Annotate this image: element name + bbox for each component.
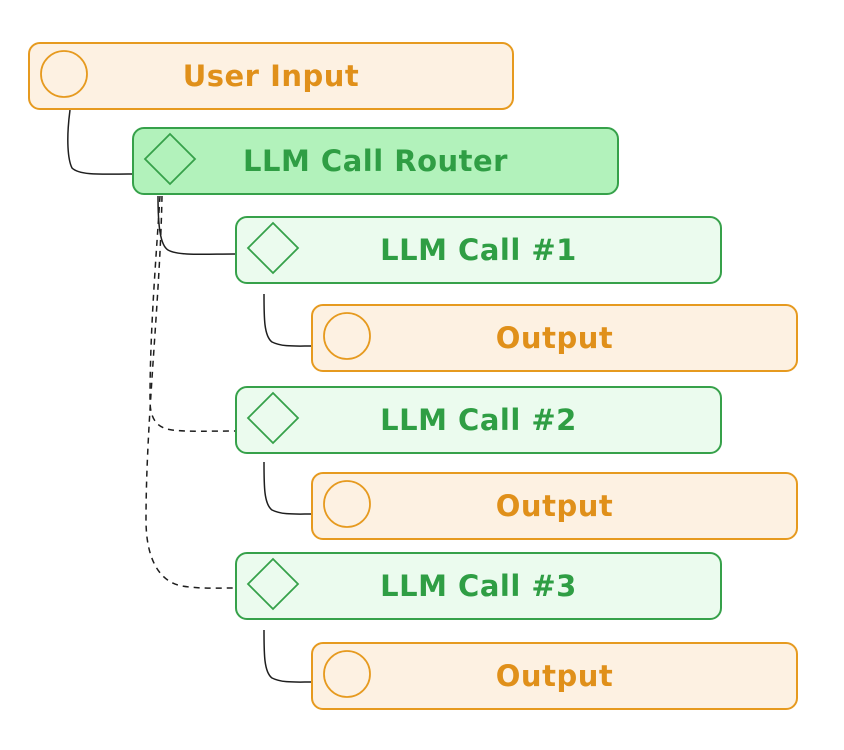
user-input-node[interactable]: User Input	[28, 42, 514, 110]
diamond-icon	[245, 220, 301, 280]
connector-call-3-to-output	[263, 629, 313, 683]
user-input-label: User Input	[182, 59, 360, 93]
connector-router-to-call-3	[145, 195, 236, 589]
circle-icon	[38, 48, 90, 104]
output-2-label: Output	[495, 489, 614, 523]
circle-icon	[321, 648, 373, 704]
router-label: LLM Call Router	[243, 144, 508, 178]
connector-router-to-call-1	[157, 195, 236, 256]
llm-call-3-label: LLM Call #3	[380, 569, 577, 603]
output-2-node[interactable]: Output	[311, 472, 798, 540]
llm-call-2-label: LLM Call #2	[380, 403, 577, 437]
llm-call-2-node[interactable]: LLM Call #2	[235, 386, 722, 454]
circle-icon	[321, 310, 373, 366]
diamond-icon	[245, 390, 301, 450]
connector-call-1-to-output	[263, 293, 313, 347]
circle-icon	[321, 478, 373, 534]
llm-call-3-node[interactable]: LLM Call #3	[235, 552, 722, 620]
output-1-node[interactable]: Output	[311, 304, 798, 372]
output-3-label: Output	[495, 659, 614, 693]
connector-call-2-to-output	[263, 461, 313, 515]
output-1-label: Output	[495, 321, 614, 355]
connector-router-to-call-2	[149, 195, 236, 432]
router-node[interactable]: LLM Call Router	[132, 127, 619, 195]
diamond-icon	[142, 131, 198, 191]
diamond-icon	[245, 556, 301, 616]
connector-input-to-router	[67, 109, 134, 175]
llm-call-1-node[interactable]: LLM Call #1	[235, 216, 722, 284]
output-3-node[interactable]: Output	[311, 642, 798, 710]
llm-call-1-label: LLM Call #1	[380, 233, 577, 267]
